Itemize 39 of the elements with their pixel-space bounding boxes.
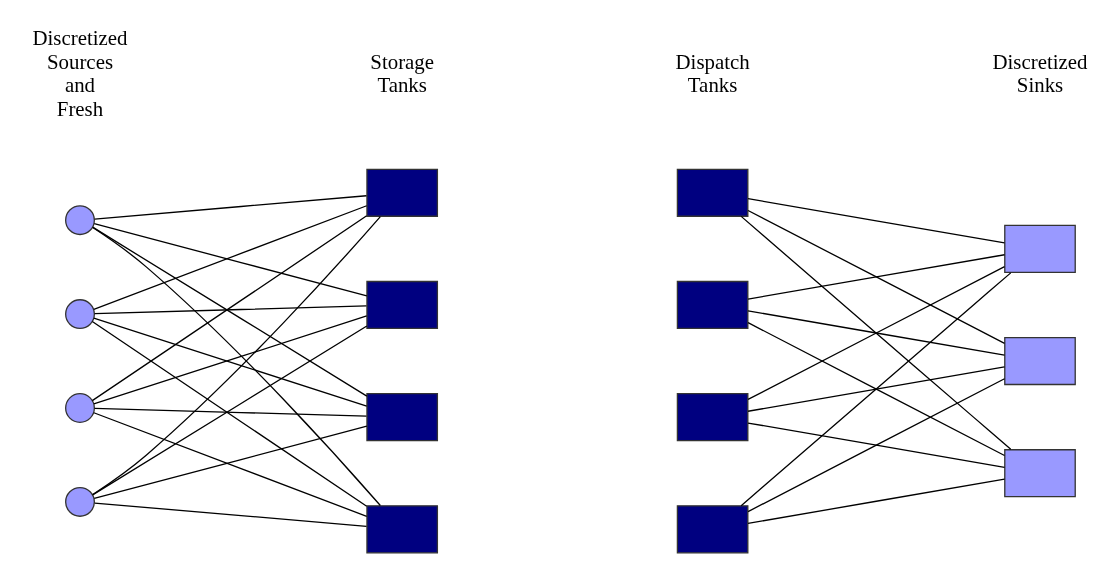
node-circle bbox=[65, 298, 95, 329]
connector bbox=[740, 215, 1012, 450]
connector bbox=[93, 304, 368, 314]
node-circle bbox=[65, 204, 95, 235]
connector bbox=[93, 204, 368, 310]
node-box bbox=[366, 392, 439, 441]
connector bbox=[747, 309, 1006, 356]
connector bbox=[747, 197, 1006, 244]
label: Discretized Sources and Fresh bbox=[32, 25, 128, 121]
node-box bbox=[676, 280, 749, 329]
connector bbox=[747, 209, 1006, 344]
connector bbox=[747, 421, 1006, 468]
node-box bbox=[1004, 336, 1076, 385]
node-box bbox=[676, 504, 749, 553]
connector bbox=[93, 222, 368, 297]
connector bbox=[93, 425, 368, 499]
node-box bbox=[676, 168, 749, 217]
connector bbox=[747, 253, 1006, 300]
label: Discretized Sinks bbox=[992, 49, 1088, 97]
node-box bbox=[676, 392, 749, 441]
node-box bbox=[366, 168, 439, 217]
node-box bbox=[1004, 448, 1076, 497]
connector bbox=[740, 271, 1012, 506]
connector bbox=[93, 501, 368, 527]
connector bbox=[747, 321, 1006, 456]
connector bbox=[93, 194, 368, 220]
connector bbox=[747, 365, 1006, 412]
label: Storage Tanks bbox=[370, 49, 435, 97]
connector bbox=[747, 377, 1006, 512]
node-box bbox=[366, 504, 439, 553]
label: Dispatch Tanks bbox=[675, 49, 750, 97]
connector bbox=[747, 265, 1006, 400]
connector bbox=[93, 411, 368, 517]
node-box bbox=[366, 280, 439, 329]
node-box bbox=[1004, 224, 1076, 273]
node-circle bbox=[65, 392, 95, 423]
node-circle bbox=[65, 486, 95, 517]
connector bbox=[93, 407, 368, 417]
connector bbox=[747, 477, 1006, 524]
